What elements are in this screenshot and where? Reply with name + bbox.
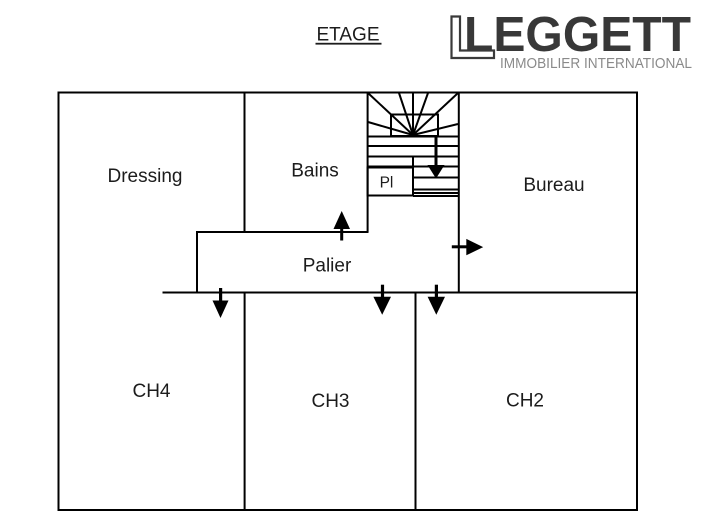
- svg-text:IMMOBILIER INTERNATIONAL: IMMOBILIER INTERNATIONAL: [500, 55, 692, 72]
- svg-text:CH3: CH3: [311, 391, 349, 412]
- svg-text:CH2: CH2: [506, 391, 544, 412]
- svg-text:Dressing: Dressing: [108, 166, 183, 187]
- svg-text:Bureau: Bureau: [523, 175, 584, 196]
- svg-text:LEGGETT: LEGGETT: [464, 8, 691, 62]
- svg-text:Palier: Palier: [303, 256, 352, 277]
- svg-text:Pl: Pl: [380, 175, 394, 192]
- svg-text:Bains: Bains: [291, 161, 339, 182]
- svg-text:ETAGE: ETAGE: [317, 24, 380, 45]
- svg-text:CH4: CH4: [132, 381, 170, 402]
